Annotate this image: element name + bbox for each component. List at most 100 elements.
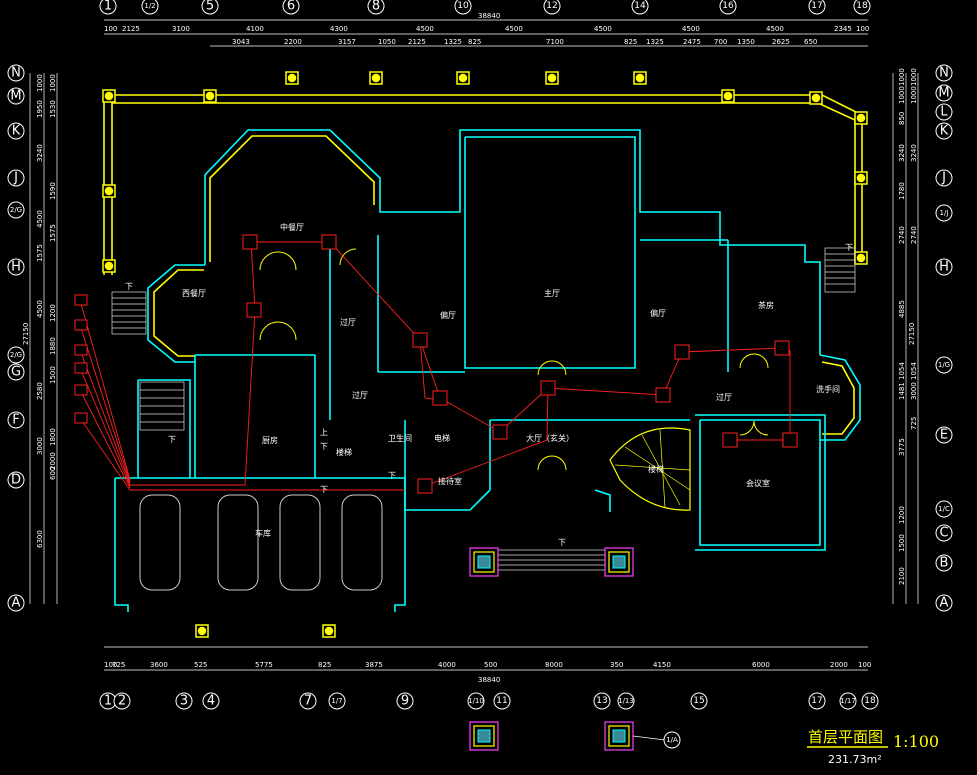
- axis-bubble-right-9-label: 1/C: [938, 505, 950, 513]
- axis-bubble-left-9-label: D: [11, 473, 21, 488]
- dim-bottom-12: 6000: [752, 661, 770, 669]
- axis-bubble-bottom-9-label: 13: [596, 696, 607, 706]
- dim-top-row1-10: 2345: [834, 25, 852, 33]
- axis-bubble-top-5: 10: [454, 0, 472, 15]
- axis-bubble-bottom-10-label: 1/13: [618, 697, 634, 705]
- dim-top-row1-0: 100: [104, 25, 117, 33]
- plan-scale: 1:100: [893, 732, 939, 751]
- dim-bottom-4: 5775: [255, 661, 273, 669]
- axis-bubble-bottom-9: 13: [593, 692, 611, 710]
- axis-bubble-right-12: A: [935, 594, 953, 612]
- dim-top-row2-0: 3043: [232, 38, 250, 46]
- axis-bubble-right-6: H: [935, 258, 953, 276]
- dim-top-row1-4: 4300: [330, 25, 348, 33]
- axis-bubble-right-0-label: N: [939, 66, 949, 81]
- axis-bubble-left-0-label: N: [11, 66, 21, 81]
- axis-bubble-left-2: K: [7, 122, 25, 140]
- axis-bubble-bottom-13: 1/17: [839, 692, 857, 710]
- dim-top-row2-4: 2125: [408, 38, 426, 46]
- axis-bubble-right-7: 1/G: [935, 356, 953, 374]
- axis-bubble-bottom-4-label: 7: [304, 694, 312, 709]
- room-label-main-hall: 主厅: [544, 288, 560, 298]
- axis-bubble-bottom-1: 2: [113, 692, 131, 710]
- axis-bubble-right-3-label: K: [940, 124, 949, 139]
- room-label-passage2: 过厅: [352, 390, 368, 400]
- dim-left-row1-2: 3240: [36, 144, 44, 162]
- plan-title: 首层平面图: [808, 728, 883, 746]
- dim-top-row2-6: 825: [468, 38, 481, 46]
- axis-bubble-top-9-label: 17: [811, 1, 822, 11]
- axis-bubble-left-7: G: [7, 363, 25, 381]
- dim-bottom-0: 100: [104, 661, 117, 669]
- axis-bubble-top-7: 14: [631, 0, 649, 15]
- dim-left-row2-3: 1575: [49, 224, 57, 242]
- axis-bubble-top-2: 5: [201, 0, 219, 15]
- axis-bubble-bottom-7-label: 1/10: [468, 697, 484, 705]
- dim-top-row1-8: 4500: [682, 25, 700, 33]
- axis-bubble-left-1-label: M: [10, 89, 21, 104]
- axis-bubble-left-2-label: K: [12, 124, 21, 139]
- axis-bubble-right-9: 1/C: [935, 500, 953, 518]
- dim-right-row1-4: 1780: [898, 182, 906, 200]
- axis-bubble-left-4: 2/G: [7, 201, 25, 219]
- dim-top-row1-5: 4500: [416, 25, 434, 33]
- axis-bubble-top-8-label: 16: [722, 1, 734, 11]
- dim-top-row1-1: 2125: [122, 25, 140, 33]
- dim-top-row1-9: 4500: [766, 25, 784, 33]
- dim-left-row1-5: 4500: [36, 300, 44, 318]
- dim-right-row1-5: 2740: [898, 226, 906, 244]
- axis-bubble-bottom-1-label: 2: [118, 694, 126, 709]
- dim-right-row1-11: 1500: [898, 534, 906, 552]
- axis-bubble-left-6-label: 2/G: [10, 351, 22, 359]
- dim-top-row2-5: 1325: [444, 38, 462, 46]
- axis-bubble-bottom-14: 18: [861, 692, 879, 710]
- axis-bubble-left-4-label: 2/G: [10, 206, 22, 214]
- axis-bubble-top-8: 16: [719, 0, 737, 15]
- axis-bubble-bottom-13-label: 1/17: [840, 697, 856, 705]
- dim-bottom-9: 8000: [545, 661, 563, 669]
- axis-bubble-right-4: J: [935, 169, 953, 187]
- room-label-lobby: 大厅（玄关）: [526, 433, 574, 443]
- axis-bubble-bottom-4: 7: [299, 692, 317, 710]
- axis-bubble-left-1: M: [7, 87, 25, 105]
- dim-left-row2-4: 1200: [49, 304, 57, 322]
- room-label-elevator: 电梯: [434, 433, 450, 443]
- axis-bubble-top-3: 6: [282, 0, 300, 15]
- dim-right-row1-7: 1054: [898, 362, 906, 380]
- dim-bottom-6: 3875: [365, 661, 383, 669]
- terrace-outline: [103, 94, 863, 275]
- dim-top-row2-10: 2475: [683, 38, 701, 46]
- dim-bottom-2: 3600: [150, 661, 168, 669]
- total-dimensions: 38840 38840 27150 27150: [22, 12, 916, 684]
- label-down-1: 下: [125, 282, 133, 291]
- axis-bubble-right-7-label: 1/G: [938, 361, 950, 369]
- axis-bubble-top-7-label: 14: [634, 1, 646, 11]
- bottom-total-dimension: 38840: [478, 676, 500, 684]
- walls: [114, 129, 861, 612]
- axis-bubble-bottom-7: 1/10: [467, 692, 485, 710]
- dim-top-row1-11: 100: [856, 25, 869, 33]
- dim-right-row1-9: 3775: [898, 438, 906, 456]
- label-down-4: 下: [320, 442, 328, 451]
- title-block: 首层平面图 1:100 231.73m²: [808, 728, 939, 766]
- dim-left-row2-9: 600: [49, 467, 57, 480]
- axis-bubble-bottom-5: 1/7: [328, 692, 346, 710]
- dim-bottom-14: 100: [858, 661, 871, 669]
- axis-bubble-right-4-label: J: [941, 171, 946, 186]
- axis-bubble-top-0: 1: [99, 0, 117, 15]
- dim-left-row2-8: 2000: [49, 452, 57, 470]
- power-outlets: [74, 234, 798, 494]
- dim-right-row1-6: 4885: [898, 300, 906, 318]
- label-down-2: 下: [845, 243, 853, 252]
- axis-bubble-left-0: N: [7, 64, 25, 82]
- axis-bubble-top-6-label: 12: [546, 1, 557, 11]
- legend-axis-label: 1/A: [666, 736, 678, 744]
- room-label-west-hall: 西餐厅: [182, 289, 206, 298]
- dim-right-row1-1: 1000: [898, 86, 906, 104]
- axis-bubble-top-1-label: 1/2: [144, 2, 155, 10]
- axis-bubble-right-5-label: 1/J: [940, 209, 949, 217]
- axis-bubble-bottom-11-label: 15: [693, 696, 704, 706]
- entrance-pillars: [469, 547, 666, 751]
